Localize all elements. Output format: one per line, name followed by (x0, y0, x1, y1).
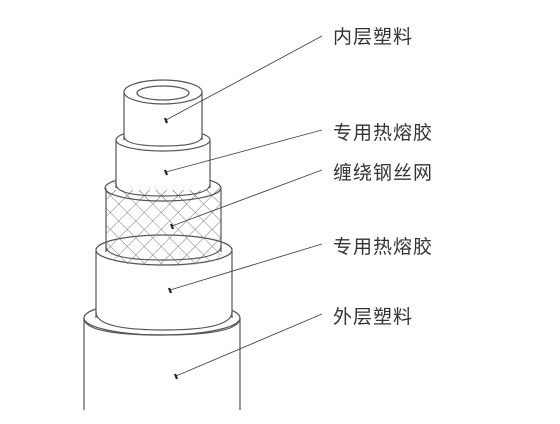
leader-line-inner (165, 35, 323, 121)
label-hot-melt-adhesive-1: 专用热熔胶 (333, 122, 434, 144)
label-outer-plastic: 外层塑料 (333, 306, 414, 328)
label-hot-melt-adhesive-2: 专用热熔胶 (333, 236, 434, 258)
marker-adhesive2 (167, 287, 173, 294)
inner-plastic-layer (123, 79, 203, 147)
leader-line-steel (171, 169, 323, 227)
marker-inner (163, 117, 169, 124)
label-inner-plastic: 内层塑料 (333, 26, 414, 48)
leader-lines (165, 35, 323, 377)
marker-adhesive1 (163, 169, 169, 176)
leader-line-outer (175, 313, 323, 377)
marker-outer (173, 373, 179, 380)
leader-line-adhesive2 (169, 243, 323, 291)
leader-line-adhesive1 (165, 129, 323, 173)
label-steel-wire-mesh: 缠绕钢丝网 (333, 162, 434, 184)
leader-markers (163, 117, 179, 380)
marker-steel (169, 223, 175, 230)
